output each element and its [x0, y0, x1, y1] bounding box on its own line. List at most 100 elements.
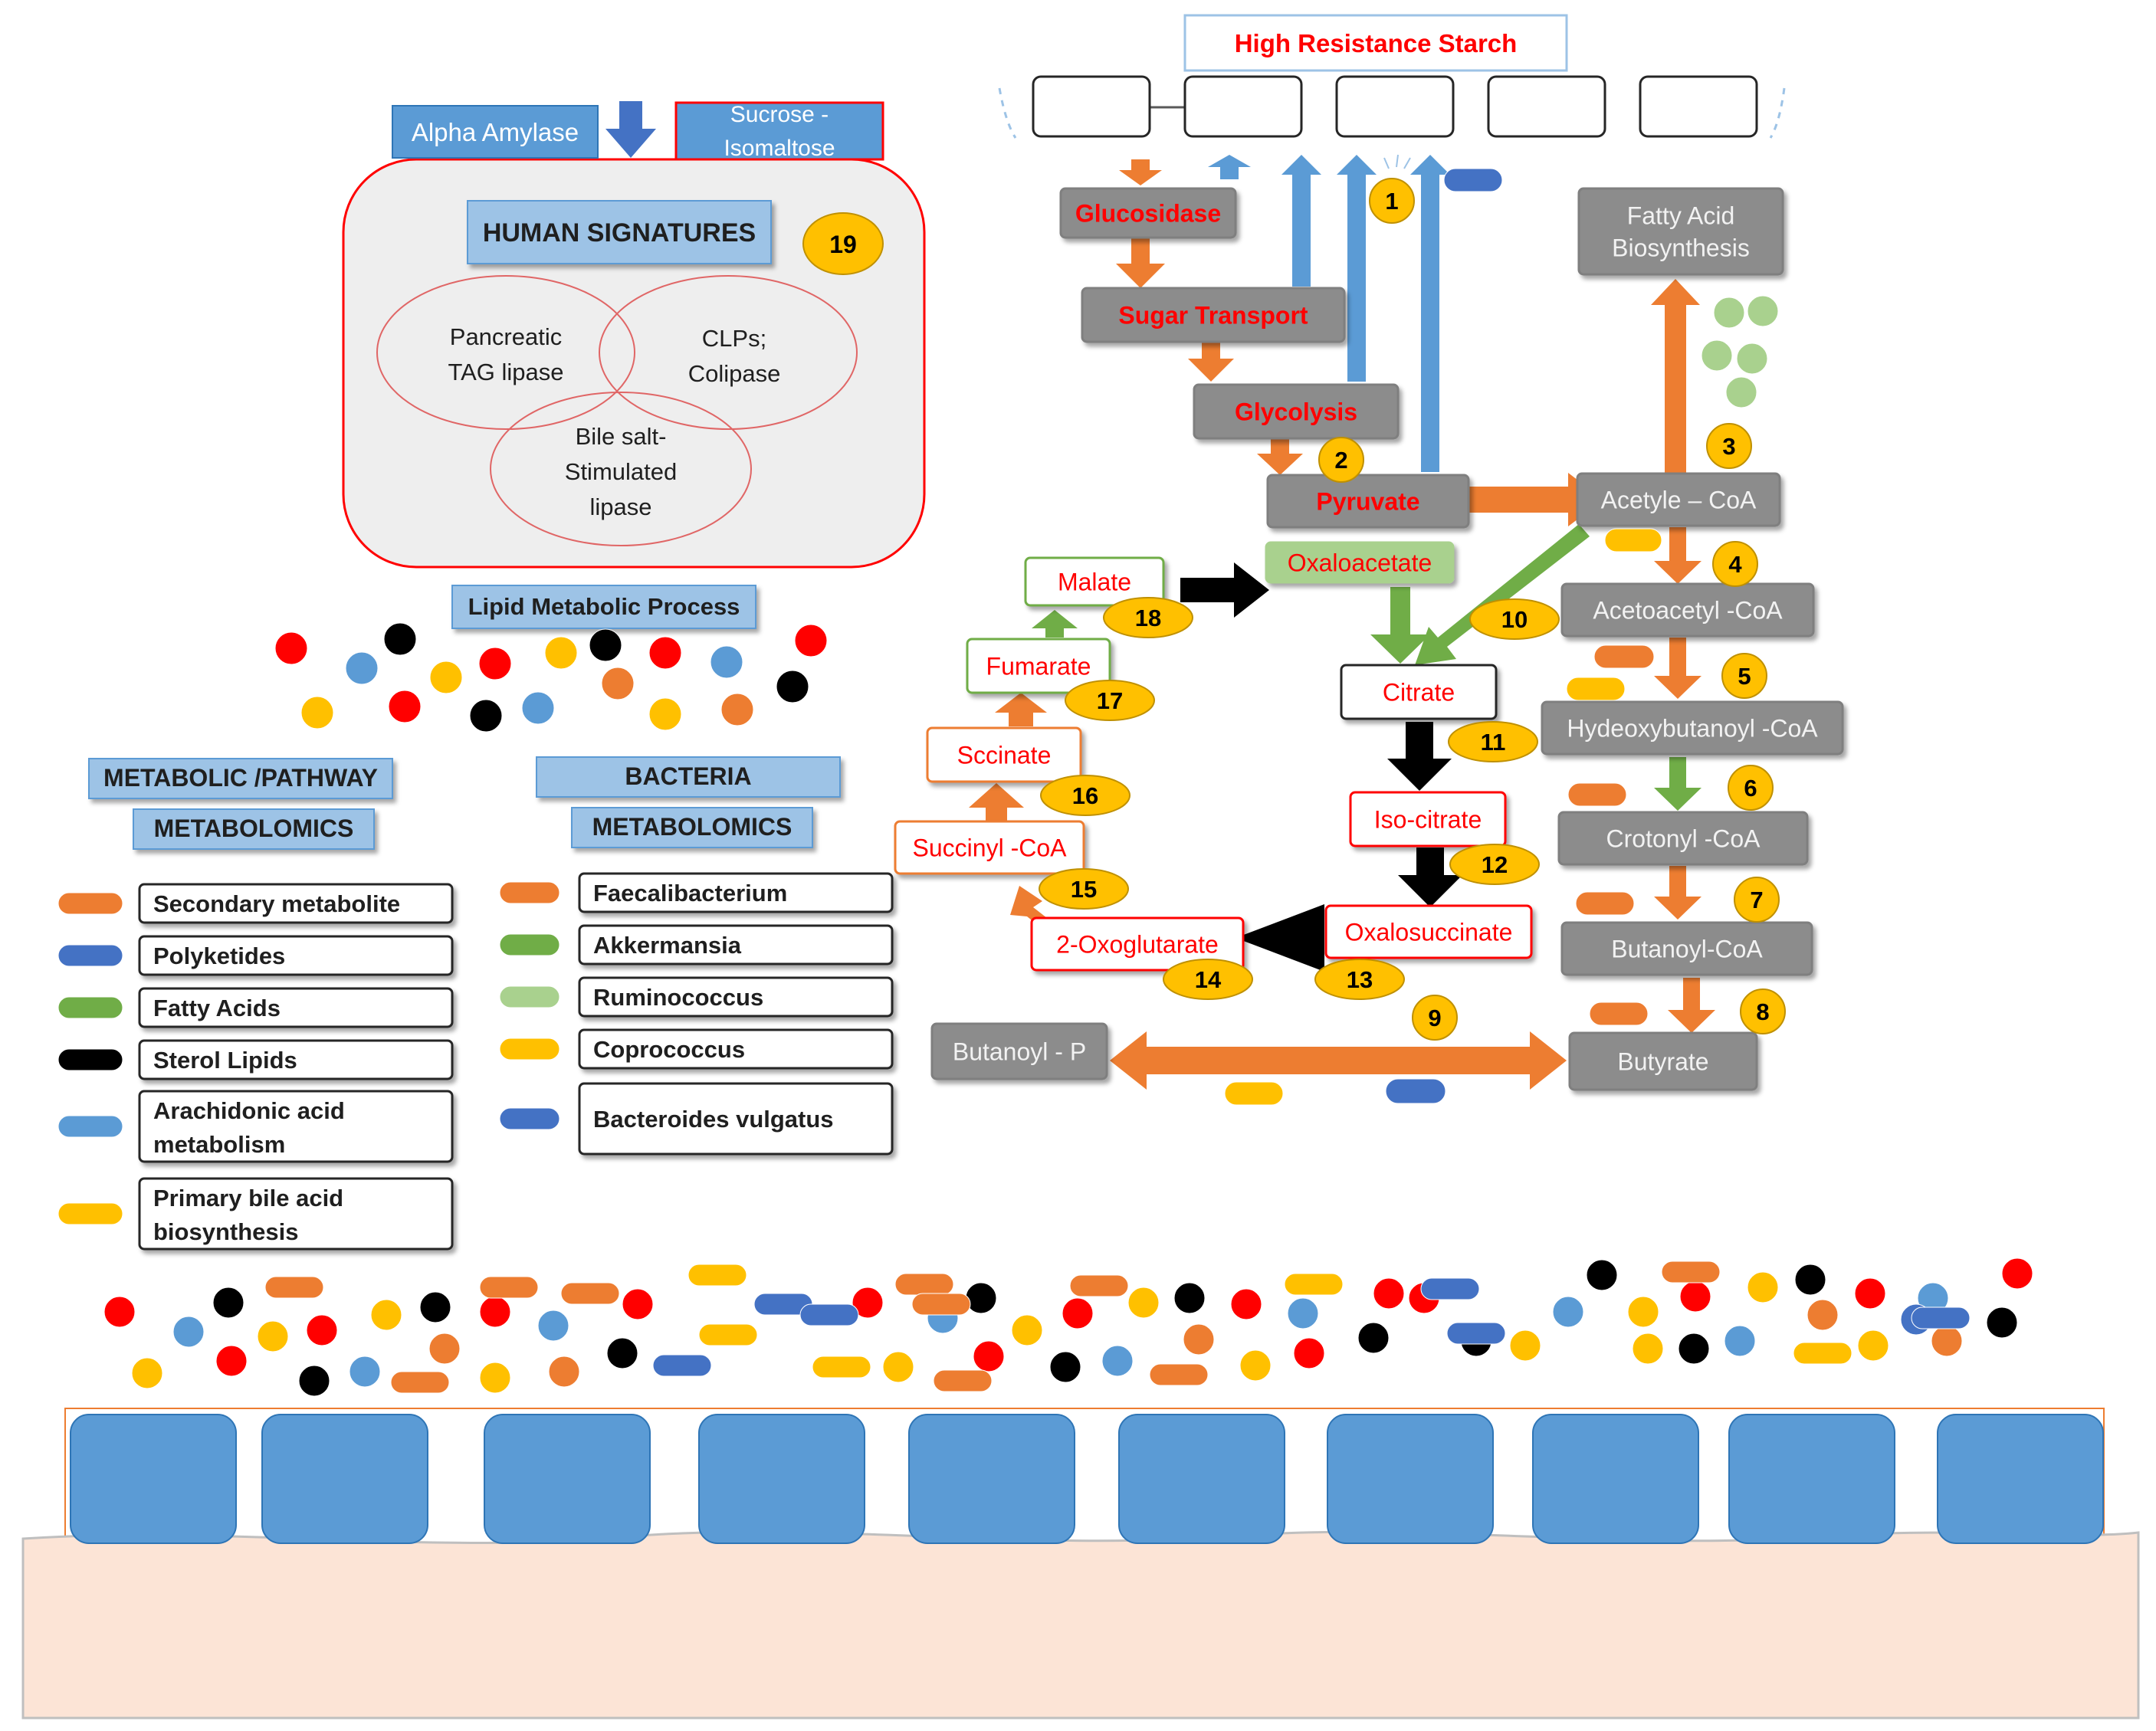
- badge-shape: [1706, 423, 1752, 469]
- node-label: Pyruvate: [1316, 488, 1419, 516]
- metabolite-dot: [1293, 1337, 1325, 1369]
- metabolite-dot: [1230, 1288, 1262, 1320]
- starch-title-box: [1183, 14, 1568, 72]
- badge-shape: [1369, 178, 1415, 224]
- node-acetoacetyl-coa: Acetoacetyl -CoA: [1560, 582, 1815, 638]
- legend-bacteria-item: Ruminococcus: [499, 976, 894, 1018]
- metabolite-dot: [1931, 1325, 1963, 1357]
- starch-tick-marks: [1383, 154, 1411, 169]
- arrow-oxalosuccinate-to-oxoglutarate: [1236, 904, 1324, 972]
- legend-label-box: [578, 976, 894, 1018]
- metabolite-pill: [652, 1354, 712, 1377]
- badge-shape: [1103, 597, 1193, 638]
- node-label: Butanoyl-CoA: [1611, 936, 1763, 963]
- badge-number: 3: [1722, 433, 1735, 460]
- human-header: HUMAN SIGNATURES: [483, 218, 756, 248]
- venn-circle-bile-salt: [490, 392, 752, 546]
- metabolite-pill: [1446, 1322, 1506, 1345]
- marker-polyketide: [1443, 168, 1503, 192]
- metabolite-dot: [1586, 1259, 1618, 1291]
- lipid-dot: [383, 622, 417, 656]
- legend-metabolic-item: Secondary metabolite: [57, 883, 454, 924]
- legend-swatch: [499, 985, 560, 1008]
- legend-metabolic-item: Fatty Acids: [57, 987, 454, 1028]
- lipid-dot: [521, 691, 555, 725]
- node-box: [1193, 383, 1400, 440]
- badge-11: 11: [1448, 721, 1538, 762]
- node-sccinate: Sccinate: [926, 726, 1082, 783]
- arrow-glycolysis-up: [1337, 155, 1377, 382]
- starch-block: [1487, 75, 1606, 138]
- marker-secondary: [1575, 891, 1635, 916]
- lipid-header: Lipid Metabolic Process: [468, 593, 740, 620]
- metabolite-pill: [911, 1293, 971, 1316]
- node-box: [1081, 287, 1346, 343]
- arrow-glucosidase-up: [1208, 155, 1251, 179]
- metabolite-dot: [1678, 1333, 1710, 1365]
- node-box: [1024, 556, 1165, 607]
- metabolite-dot: [1049, 1351, 1081, 1383]
- node-box: [926, 726, 1082, 783]
- metabolite-dot: [1552, 1296, 1584, 1328]
- badge-number: 4: [1728, 551, 1742, 578]
- legend-label: Sterol Lipids: [153, 1047, 297, 1074]
- starch-title: High Resistance Starch: [1235, 29, 1518, 57]
- node-iso-citrate: Iso-citrate: [1349, 791, 1507, 847]
- metabolite-dot: [1747, 1271, 1779, 1303]
- node-citrate: Citrate: [1340, 664, 1498, 720]
- epithelial-cell: [261, 1414, 428, 1544]
- legend-label: Polyketides: [153, 943, 285, 969]
- node-box: [1568, 1031, 1758, 1091]
- metabolite-dot: [1127, 1287, 1160, 1319]
- pathway-arrows: [969, 155, 1715, 1090]
- marker-secondary: [1589, 1002, 1649, 1026]
- lipid-dot: [300, 696, 334, 729]
- metabolite-dot: [1287, 1297, 1319, 1329]
- node-butanoyl-coa: Butanoyl-CoA: [1560, 921, 1813, 976]
- badge-12: 12: [1449, 844, 1540, 885]
- legend-bacteria-header-1: BACTERIA: [625, 762, 751, 790]
- metabolite-dot: [298, 1365, 330, 1397]
- metabolite-cloud: [103, 1257, 2033, 1397]
- badge-15: 15: [1039, 868, 1129, 910]
- metabolite-dot: [131, 1357, 163, 1389]
- metabolite-dot: [1239, 1349, 1272, 1382]
- node-label: Succinyl -CoA: [913, 834, 1068, 862]
- badge-shape: [1734, 877, 1780, 923]
- node-fumarate: Fumarate: [966, 638, 1111, 694]
- marker-bile-acid: [1566, 677, 1626, 701]
- badge-13: 13: [1314, 959, 1405, 1000]
- legend-label: Faecalibacterium: [593, 880, 787, 906]
- legend-bacteria-item: Coprococcus: [499, 1028, 894, 1070]
- badge-14: 14: [1163, 959, 1253, 1000]
- node-label: Butyrate: [1617, 1048, 1708, 1076]
- node-label: 2-Oxoglutarate: [1056, 931, 1219, 959]
- legend-metabolic-header-2-box: [133, 808, 375, 850]
- metabolite-dot: [548, 1356, 580, 1388]
- node-box: [1030, 916, 1245, 972]
- lipid-dot: [720, 693, 754, 726]
- metabolite-dot: [1794, 1264, 1826, 1296]
- starch-block: [1639, 75, 1758, 138]
- metabolite-dot: [1807, 1299, 1839, 1331]
- arrow-glycolysis-to-pyruvate: [1257, 438, 1303, 475]
- arrow-hydroxy-to-crotonyl: [1654, 757, 1702, 811]
- metabolite-pill: [812, 1356, 871, 1379]
- badge-5: 5: [1721, 653, 1767, 699]
- arrow-starch-to-glucosidase: [1119, 159, 1162, 185]
- node-box: [1577, 187, 1784, 276]
- node-box: [1266, 474, 1470, 529]
- legend-label: Fatty Acids: [153, 995, 281, 1021]
- node-2-oxoglutarate: 2-Oxoglutarate: [1030, 916, 1245, 972]
- legend-label-box: [578, 872, 894, 913]
- arrow-sugar-to-glycolysis: [1188, 343, 1234, 382]
- marker-secondary: [1567, 782, 1627, 807]
- arrow-isocitrate-to-oxalosuccinate: [1398, 847, 1462, 907]
- badge-number: 16: [1072, 782, 1098, 809]
